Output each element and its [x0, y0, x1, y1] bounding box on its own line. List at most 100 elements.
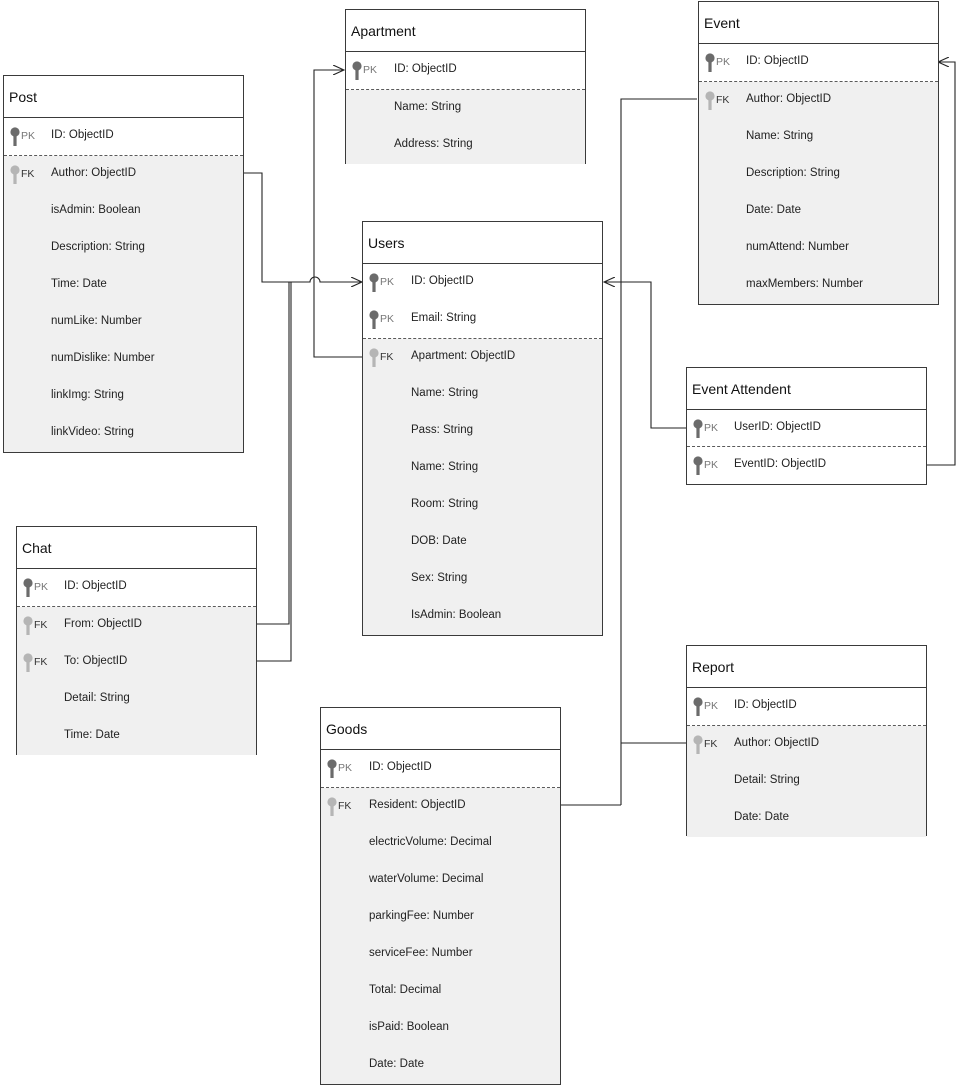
key-icon: [23, 578, 33, 597]
event-attendent-field-userid: PK UserID: ObjectID: [687, 410, 926, 447]
report-title: Report: [687, 646, 926, 688]
field-label: linkVideo: String: [51, 426, 134, 438]
goods-field-resident: FK Resident: ObjectID: [321, 788, 560, 825]
field-label: Pass: String: [411, 424, 473, 436]
users-field-name-2: Name: String: [363, 450, 602, 487]
event-entity: Event PK ID: ObjectID FK Author: ObjectI…: [698, 1, 939, 305]
key-icon: [693, 456, 703, 475]
field-label: numAttend: Number: [746, 241, 849, 253]
report-pk-section: PK ID: ObjectID: [687, 688, 926, 726]
goods-field-electricvolume: electricVolume: Decimal: [321, 825, 560, 862]
field-label: Address: String: [394, 138, 473, 150]
key-icon: [327, 759, 337, 778]
chat-field-detail: Detail: String: [17, 681, 256, 718]
field-label: Author: ObjectID: [746, 93, 832, 105]
users-field-apartment: FK Apartment: ObjectID: [363, 339, 602, 376]
event-field-maxmembers: maxMembers: Number: [699, 267, 938, 304]
field-label: Total: Decimal: [369, 984, 442, 996]
field-label: ID: ObjectID: [51, 129, 114, 141]
apartment-entity: Apartment PK ID: ObjectID Name: String A…: [345, 9, 586, 164]
chat-entity: Chat PK ID: ObjectID FK From: ObjectID F…: [16, 526, 257, 755]
field-label: Time: Date: [51, 278, 107, 290]
report-entity: Report PK ID: ObjectID FK Author: Object…: [686, 645, 927, 837]
field-label: Date: Date: [746, 204, 801, 216]
users-fields: FK Apartment: ObjectID Name: String Pass…: [363, 339, 602, 635]
field-label: EventID: ObjectID: [734, 458, 827, 470]
users-field-name: Name: String: [363, 376, 602, 413]
field-label: Room: String: [411, 498, 479, 510]
chat-pk-section: PK ID: ObjectID: [17, 569, 256, 607]
key-icon: [327, 797, 337, 816]
users-field-dob: DOB: Date: [363, 524, 602, 561]
post-field-linkvideo: linkVideo: String: [4, 415, 243, 452]
fk-marker: FK: [34, 619, 48, 631]
pk-marker: PK: [716, 56, 731, 68]
goods-pk-section: PK ID: ObjectID: [321, 750, 560, 788]
pk-marker: PK: [21, 130, 36, 142]
fk-marker: FK: [380, 351, 394, 363]
users-title: Users: [363, 222, 602, 264]
apartment-title: Apartment: [346, 10, 585, 52]
event-field-name: Name: String: [699, 119, 938, 156]
field-label: parkingFee: Number: [369, 910, 474, 922]
field-label: ID: ObjectID: [734, 699, 797, 711]
field-label: linkImg: String: [51, 389, 124, 401]
event-attendent-field-eventid: PK EventID: ObjectID: [687, 447, 926, 484]
field-label: waterVolume: Decimal: [369, 873, 484, 885]
key-icon: [705, 53, 715, 72]
goods-field-id: PK ID: ObjectID: [321, 750, 560, 787]
pk-marker: PK: [380, 313, 395, 325]
connector-post-author-users: [243, 172, 362, 282]
key-icon: [369, 273, 379, 292]
goods-entity: Goods PK ID: ObjectID FK Resident: Objec…: [320, 707, 561, 1085]
post-field-id: PK ID: ObjectID: [4, 118, 243, 155]
field-label: From: ObjectID: [64, 618, 142, 630]
fk-marker: FK: [34, 656, 48, 668]
users-field-email: PK Email: String: [363, 301, 602, 338]
users-entity: Users PK ID: ObjectID PK Email: String F…: [362, 221, 603, 636]
post-field-time: Time: Date: [4, 267, 243, 304]
field-label: Name: String: [394, 101, 462, 113]
goods-field-total: Total: Decimal: [321, 973, 560, 1010]
fk-marker: FK: [704, 738, 718, 750]
goods-field-servicefee: serviceFee: Number: [321, 936, 560, 973]
field-label: Date: Date: [734, 811, 789, 823]
field-label: numLike: Number: [51, 315, 142, 327]
field-label: Detail: String: [734, 774, 800, 786]
field-label: ID: ObjectID: [411, 275, 474, 287]
connector-attendent-user-users: [604, 282, 686, 429]
fk-marker: FK: [21, 168, 35, 180]
key-icon: [10, 165, 20, 184]
key-icon: [369, 310, 379, 329]
post-field-linkimg: linkImg: String: [4, 378, 243, 415]
field-label: Resident: ObjectID: [369, 799, 466, 811]
field-label: isPaid: Boolean: [369, 1021, 449, 1033]
field-label: ID: ObjectID: [64, 580, 127, 592]
field-label: numDislike: Number: [51, 352, 155, 364]
users-field-room: Room: String: [363, 487, 602, 524]
pk-marker: PK: [704, 459, 719, 471]
pk-marker: PK: [704, 700, 719, 712]
chat-title: Chat: [17, 527, 256, 569]
field-label: ID: ObjectID: [369, 761, 432, 773]
field-label: maxMembers: Number: [746, 278, 863, 290]
report-field-id: PK ID: ObjectID: [687, 688, 926, 725]
connector-chat-to-users: [257, 282, 292, 662]
key-icon: [693, 419, 703, 438]
event-field-description: Description: String: [699, 156, 938, 193]
chat-fields: FK From: ObjectID FK To: ObjectID Detail…: [17, 607, 256, 755]
users-field-id: PK ID: ObjectID: [363, 264, 602, 301]
event-pk-section: PK ID: ObjectID: [699, 44, 938, 82]
key-icon: [693, 697, 703, 716]
event-fields: FK Author: ObjectID Name: String Descrip…: [699, 82, 938, 304]
goods-field-watervolume: waterVolume: Decimal: [321, 862, 560, 899]
users-pk-section: PK ID: ObjectID PK Email: String: [363, 264, 602, 339]
key-icon: [352, 61, 362, 80]
apartment-field-name: Name: String: [346, 90, 585, 127]
event-title: Event: [699, 2, 938, 44]
post-field-description: Description: String: [4, 230, 243, 267]
field-label: Apartment: ObjectID: [411, 350, 516, 362]
field-label: Date: Date: [369, 1058, 424, 1070]
